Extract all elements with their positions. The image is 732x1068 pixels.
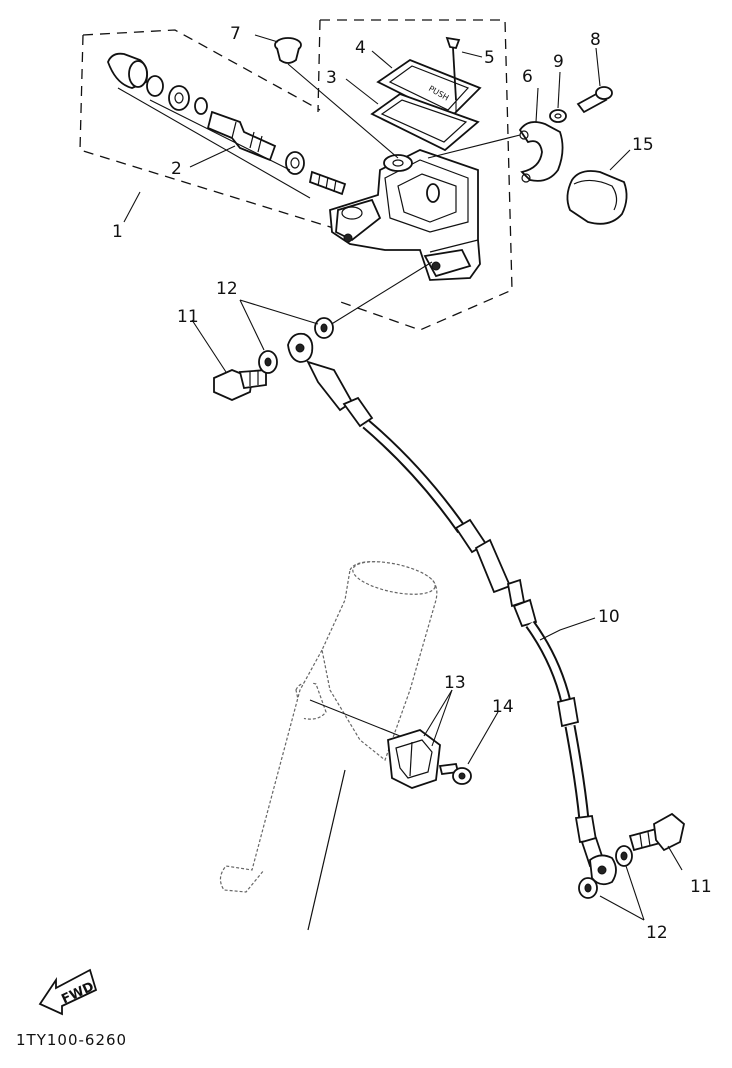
callout-11-upper: 11 bbox=[177, 307, 199, 327]
diaphragm bbox=[370, 92, 480, 152]
callout-5: 5 bbox=[484, 48, 495, 68]
assembly-boundary bbox=[79, 19, 513, 331]
reservoir-plug bbox=[274, 37, 399, 159]
callout-6: 6 bbox=[522, 67, 533, 87]
holder-bracket bbox=[427, 121, 564, 183]
callout-2: 2 bbox=[171, 159, 182, 179]
brake-hose bbox=[287, 332, 617, 886]
washer-upper-b bbox=[314, 317, 334, 339]
cap-screw bbox=[445, 36, 461, 112]
holder-bolt bbox=[576, 86, 613, 114]
callout-3: 3 bbox=[326, 68, 337, 88]
piston-kit bbox=[107, 52, 347, 199]
union-bolt-upper bbox=[213, 369, 267, 401]
leader-body-to-washer bbox=[329, 261, 433, 326]
callout-4: 4 bbox=[355, 38, 366, 58]
callout-11-lower: 11 bbox=[690, 877, 712, 897]
washer-upper-a bbox=[258, 350, 278, 374]
callout-10: 10 bbox=[598, 607, 620, 627]
union-bolt-lower bbox=[628, 812, 685, 852]
callout-labels: 1 2 3 4 5 6 7 8 9 10 11 11 12 12 13 14 1… bbox=[112, 24, 712, 943]
master-cylinder-body bbox=[329, 149, 481, 281]
holder-washer bbox=[549, 109, 567, 123]
washer-lower-b bbox=[578, 877, 598, 899]
drawing-code: 1TY100-6260 bbox=[16, 1031, 127, 1049]
callout-13: 13 bbox=[444, 673, 466, 693]
clamp-bolt bbox=[438, 763, 472, 785]
callout-14: 14 bbox=[492, 697, 514, 717]
callout-12-lower: 12 bbox=[646, 923, 668, 943]
lever-cover bbox=[566, 170, 628, 225]
callout-1: 1 bbox=[112, 222, 123, 242]
fwd-arrow-icon: FWD bbox=[38, 968, 98, 1016]
callout-9: 9 bbox=[553, 52, 564, 72]
callout-8: 8 bbox=[590, 30, 601, 50]
fork-tube bbox=[219, 561, 438, 931]
callout-7: 7 bbox=[230, 24, 241, 44]
callout-15: 15 bbox=[632, 135, 654, 155]
callout-12-upper: 12 bbox=[216, 279, 238, 299]
washer-lower-a bbox=[615, 845, 633, 867]
callout-leaders bbox=[123, 34, 683, 921]
hose-clamp bbox=[387, 729, 441, 789]
